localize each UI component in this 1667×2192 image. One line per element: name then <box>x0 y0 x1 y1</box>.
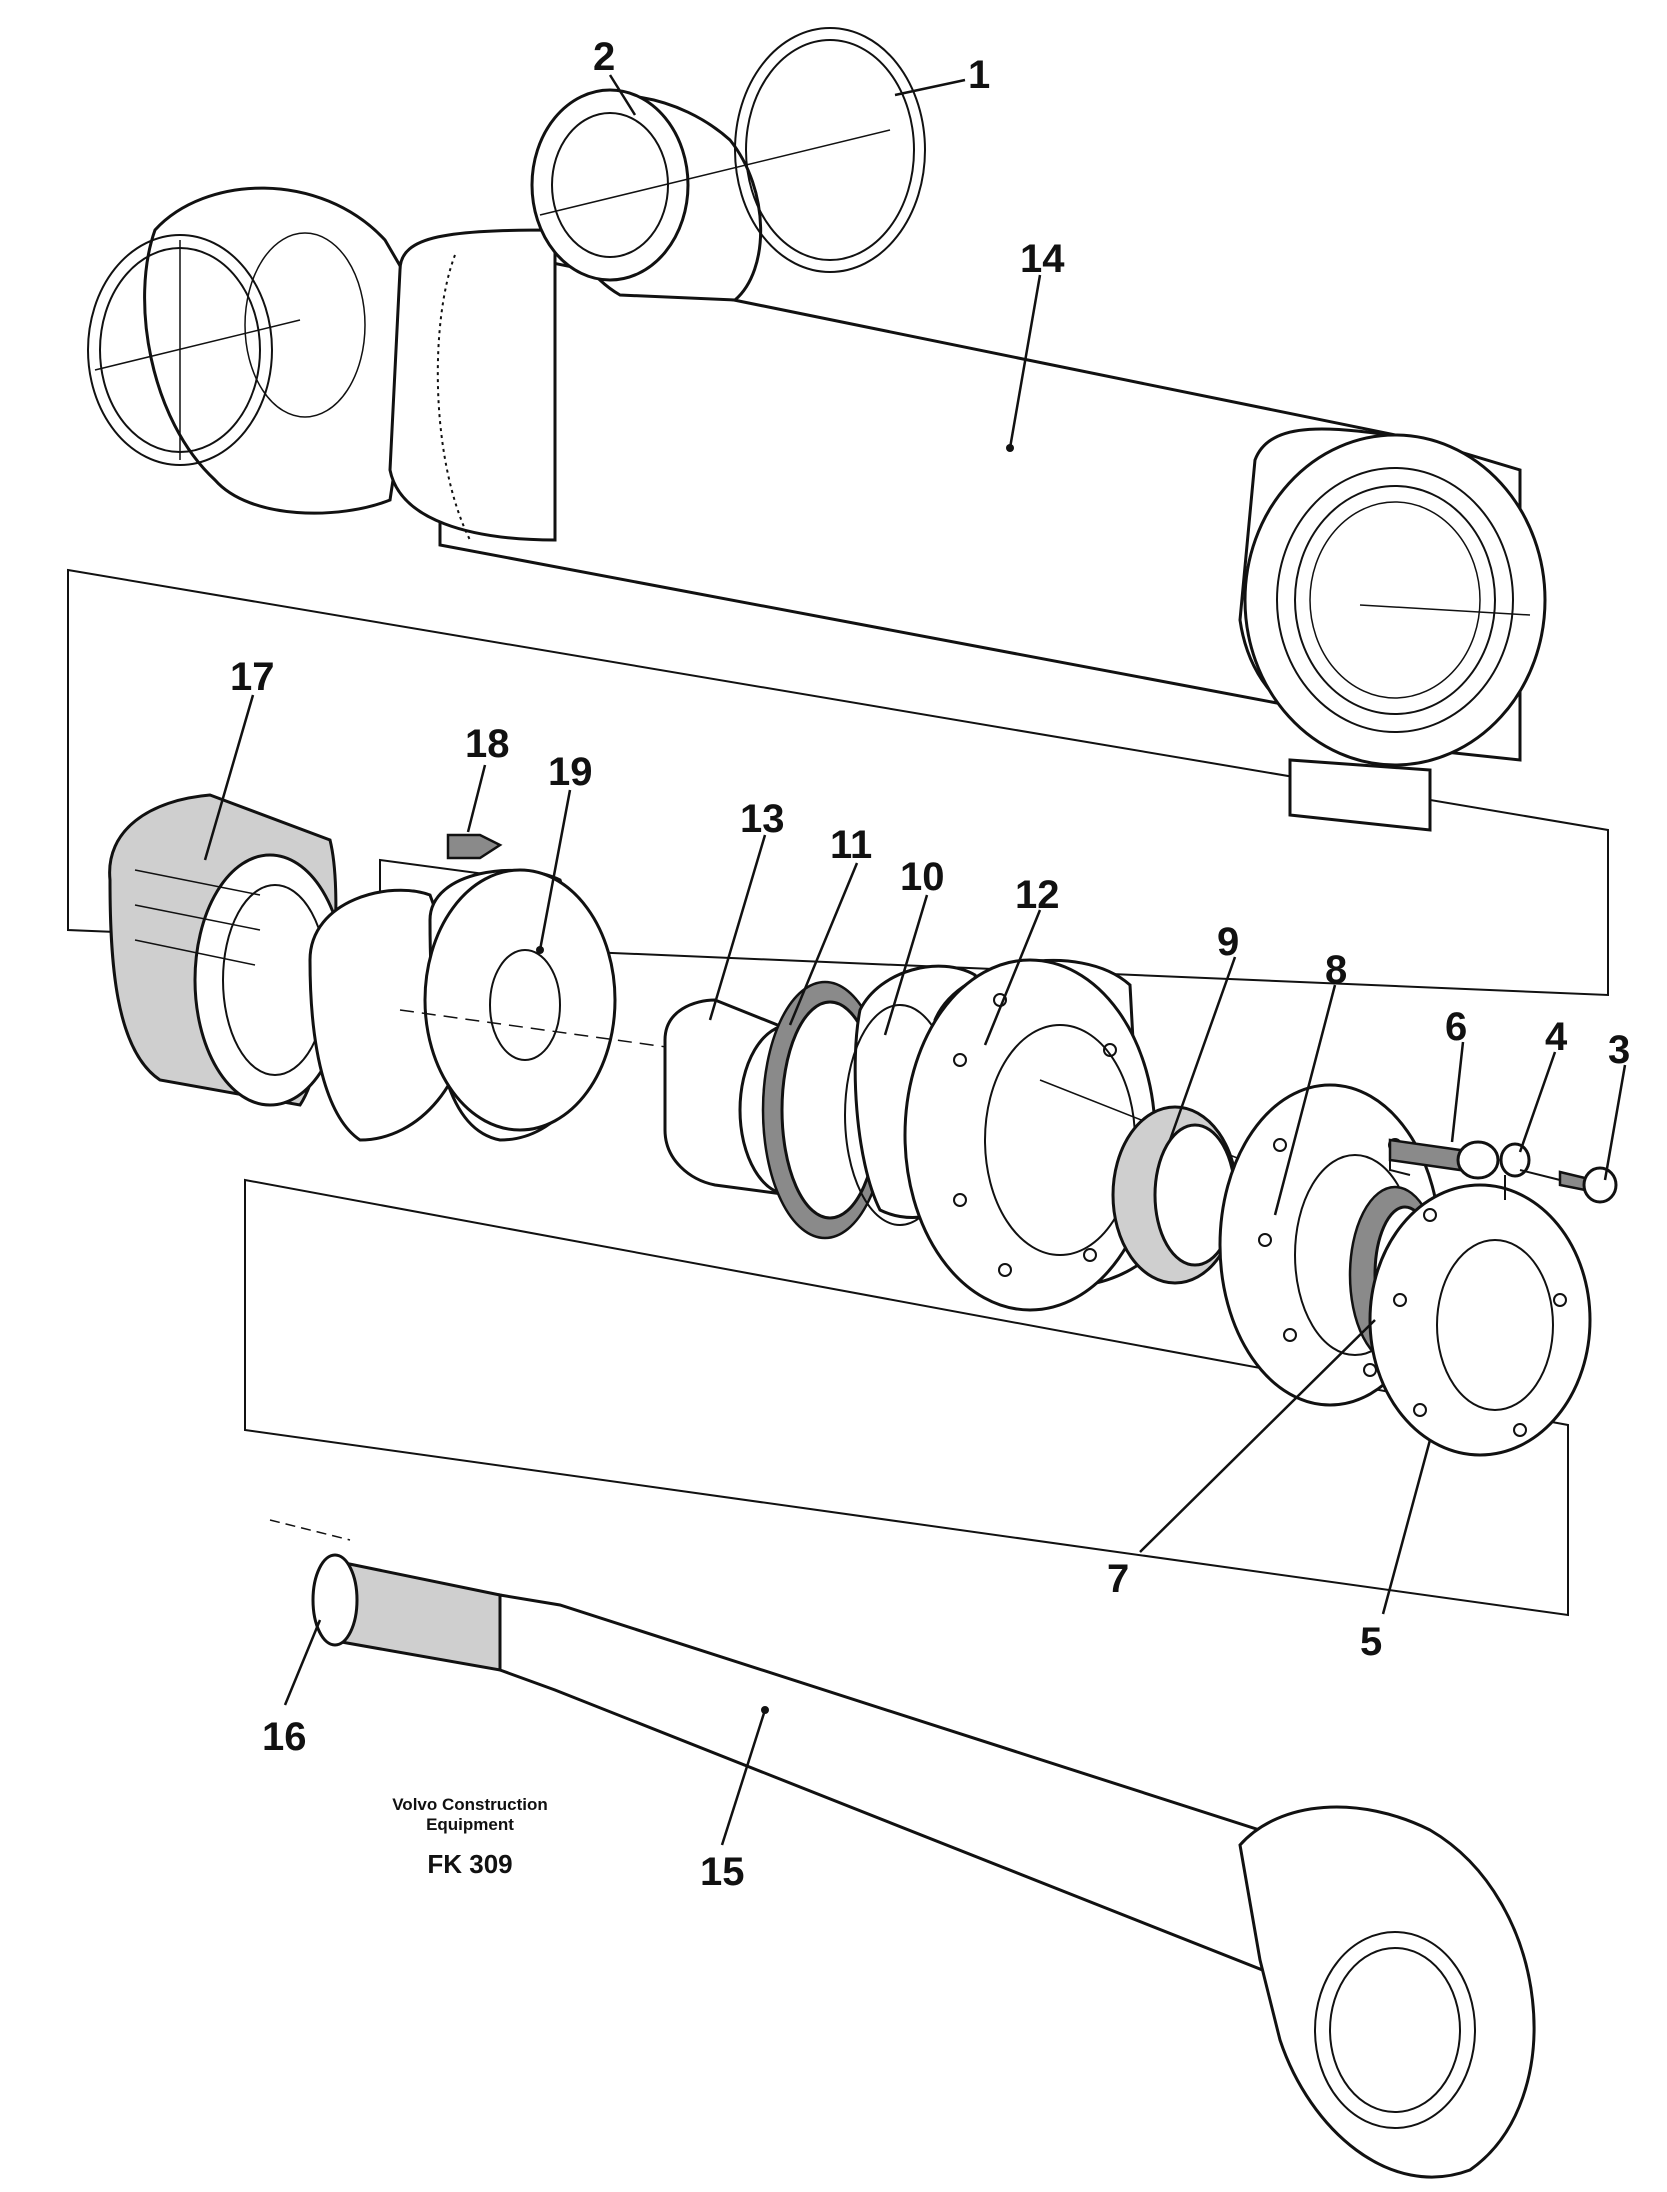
part-1-circlip <box>539 27 926 273</box>
part-17-cylinder-head <box>108 793 347 1107</box>
callout-17: 17 <box>203 655 275 861</box>
svg-text:18: 18 <box>465 722 510 766</box>
callout-1: 1 <box>894 53 990 97</box>
part-14-cylinder-barrel <box>87 186 1547 832</box>
callout-3: 3 <box>1603 1028 1630 1181</box>
svg-text:4: 4 <box>1545 1015 1568 1059</box>
callout-19: 19 <box>536 750 593 954</box>
part-4-lock-washer <box>1499 1142 1531 1200</box>
callout-14: 14 <box>1006 237 1065 452</box>
callout-6: 6 <box>1445 1005 1467 1143</box>
callout-4: 4 <box>1518 1015 1568 1153</box>
callout-7: 7 <box>1107 1319 1376 1601</box>
svg-text:5: 5 <box>1360 1620 1382 1664</box>
svg-text:17: 17 <box>230 655 275 699</box>
callout-8: 8 <box>1273 948 1347 1216</box>
callout-16: 16 <box>262 1619 322 1759</box>
part-2-bearing <box>530 88 763 302</box>
part-5-end-plate <box>1368 1183 1592 1457</box>
part-3-plug <box>1519 1166 1618 1204</box>
svg-text:10: 10 <box>900 855 945 899</box>
svg-text:9: 9 <box>1217 920 1239 964</box>
part-19-piston <box>308 868 761 1142</box>
callout-2: 2 <box>593 35 637 116</box>
svg-text:3: 3 <box>1608 1028 1630 1072</box>
part-15-piston-rod <box>498 1593 1536 2179</box>
callout-11: 11 <box>788 823 872 1026</box>
svg-text:15: 15 <box>700 1850 745 1894</box>
callout-5: 5 <box>1360 1439 1432 1664</box>
svg-text:14: 14 <box>1020 237 1065 281</box>
credit-company-line1: Volvo Construction <box>392 1795 548 1814</box>
svg-text:19: 19 <box>548 750 593 794</box>
svg-text:8: 8 <box>1325 948 1347 992</box>
callout-12: 12 <box>983 873 1060 1046</box>
callout-18: 18 <box>465 722 510 833</box>
part-9-rod-seal <box>1111 1105 1239 1285</box>
svg-text:2: 2 <box>593 35 615 79</box>
lower-panel-outline <box>244 1178 1569 1617</box>
callout-9: 9 <box>1168 920 1239 1141</box>
part-6-cap-screw <box>1388 1138 1500 1180</box>
credit-company-line2: Equipment <box>426 1815 514 1834</box>
upper-panel-outline <box>67 568 1609 997</box>
callout-10: 10 <box>883 855 945 1036</box>
publisher-credit: Volvo Construction Equipment FK 309 <box>360 1795 580 1880</box>
callout-13: 13 <box>708 797 785 1021</box>
svg-text:6: 6 <box>1445 1005 1467 1049</box>
svg-text:11: 11 <box>830 823 872 867</box>
svg-text:12: 12 <box>1015 873 1060 917</box>
callout-15: 15 <box>700 1706 769 1894</box>
svg-text:16: 16 <box>262 1715 307 1759</box>
part-16-rod-thread <box>269 1519 502 1672</box>
svg-text:7: 7 <box>1107 1557 1129 1601</box>
svg-text:1: 1 <box>968 53 990 97</box>
credit-code: FK 309 <box>427 1849 513 1879</box>
svg-text:13: 13 <box>740 797 785 841</box>
